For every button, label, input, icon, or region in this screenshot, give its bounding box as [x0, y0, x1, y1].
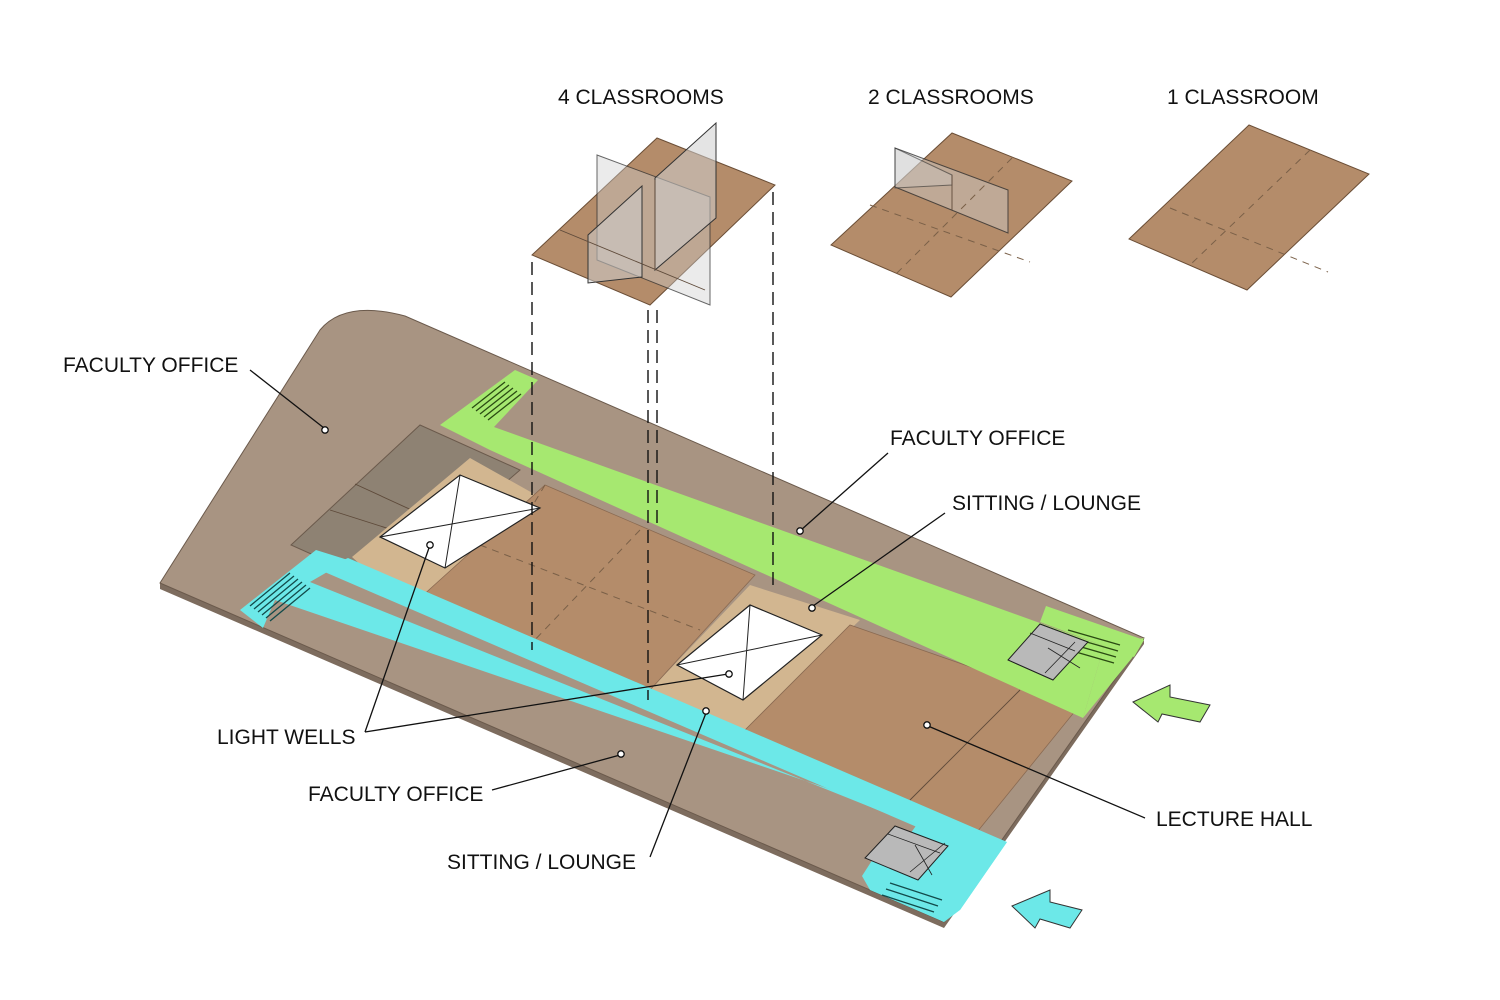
leader-light-well-left	[364, 544, 431, 733]
module-1-classroom	[1128, 124, 1370, 291]
elevator-icon	[1007, 623, 1089, 681]
label-2-classrooms: 2 CLASSROOMS	[868, 86, 1034, 109]
module-4-classrooms	[531, 121, 776, 306]
marker-faculty-office-bottom	[617, 750, 625, 758]
label-lecture-hall: LECTURE HALL	[1156, 808, 1312, 831]
marker-sitting-lounge-top	[808, 604, 816, 612]
light-well-left	[378, 474, 542, 569]
leader-faculty-office-right	[800, 452, 889, 531]
elevator-icon	[864, 825, 949, 881]
label-sitting-lounge-top: SITTING / LOUNGE	[952, 492, 1141, 515]
leader-faculty-office-bottom	[491, 754, 621, 791]
leader-sitting-lounge-bottom	[649, 712, 707, 858]
label-sitting-lounge-bottom: SITTING / LOUNGE	[447, 851, 636, 874]
label-faculty-office-right: FACULTY OFFICE	[890, 427, 1065, 450]
stairs-icon	[249, 572, 311, 622]
marker-lecture-hall	[923, 721, 931, 729]
label-light-wells: LIGHT WELLS	[217, 726, 356, 749]
leader-light-well-right	[364, 673, 729, 733]
cyan-entry-arrow	[1011, 889, 1083, 929]
label-1-classroom: 1 CLASSROOM	[1167, 86, 1319, 109]
leader-sitting-lounge-top	[812, 512, 946, 607]
projection-lines	[531, 192, 774, 700]
marker-faculty-office-left	[321, 426, 329, 434]
stairs-icon	[471, 381, 522, 421]
leader-lecture-hall	[927, 725, 1146, 819]
stairs-icon	[881, 882, 943, 913]
label-faculty-office-bottom: FACULTY OFFICE	[308, 783, 483, 806]
green-entry-arrow	[1132, 684, 1211, 723]
marker-light-well-left	[426, 541, 434, 549]
leader-faculty-office-left	[249, 369, 325, 429]
module-2-classrooms	[830, 132, 1073, 298]
label-faculty-office-left: FACULTY OFFICE	[63, 354, 238, 377]
label-4-classrooms: 4 CLASSROOMS	[558, 86, 724, 109]
marker-faculty-office-right	[796, 527, 804, 535]
stairs-icon	[1061, 629, 1121, 664]
marker-sitting-lounge-bottom	[702, 707, 710, 715]
marker-light-well-right	[725, 670, 733, 678]
cyan-corridor	[240, 550, 965, 922]
